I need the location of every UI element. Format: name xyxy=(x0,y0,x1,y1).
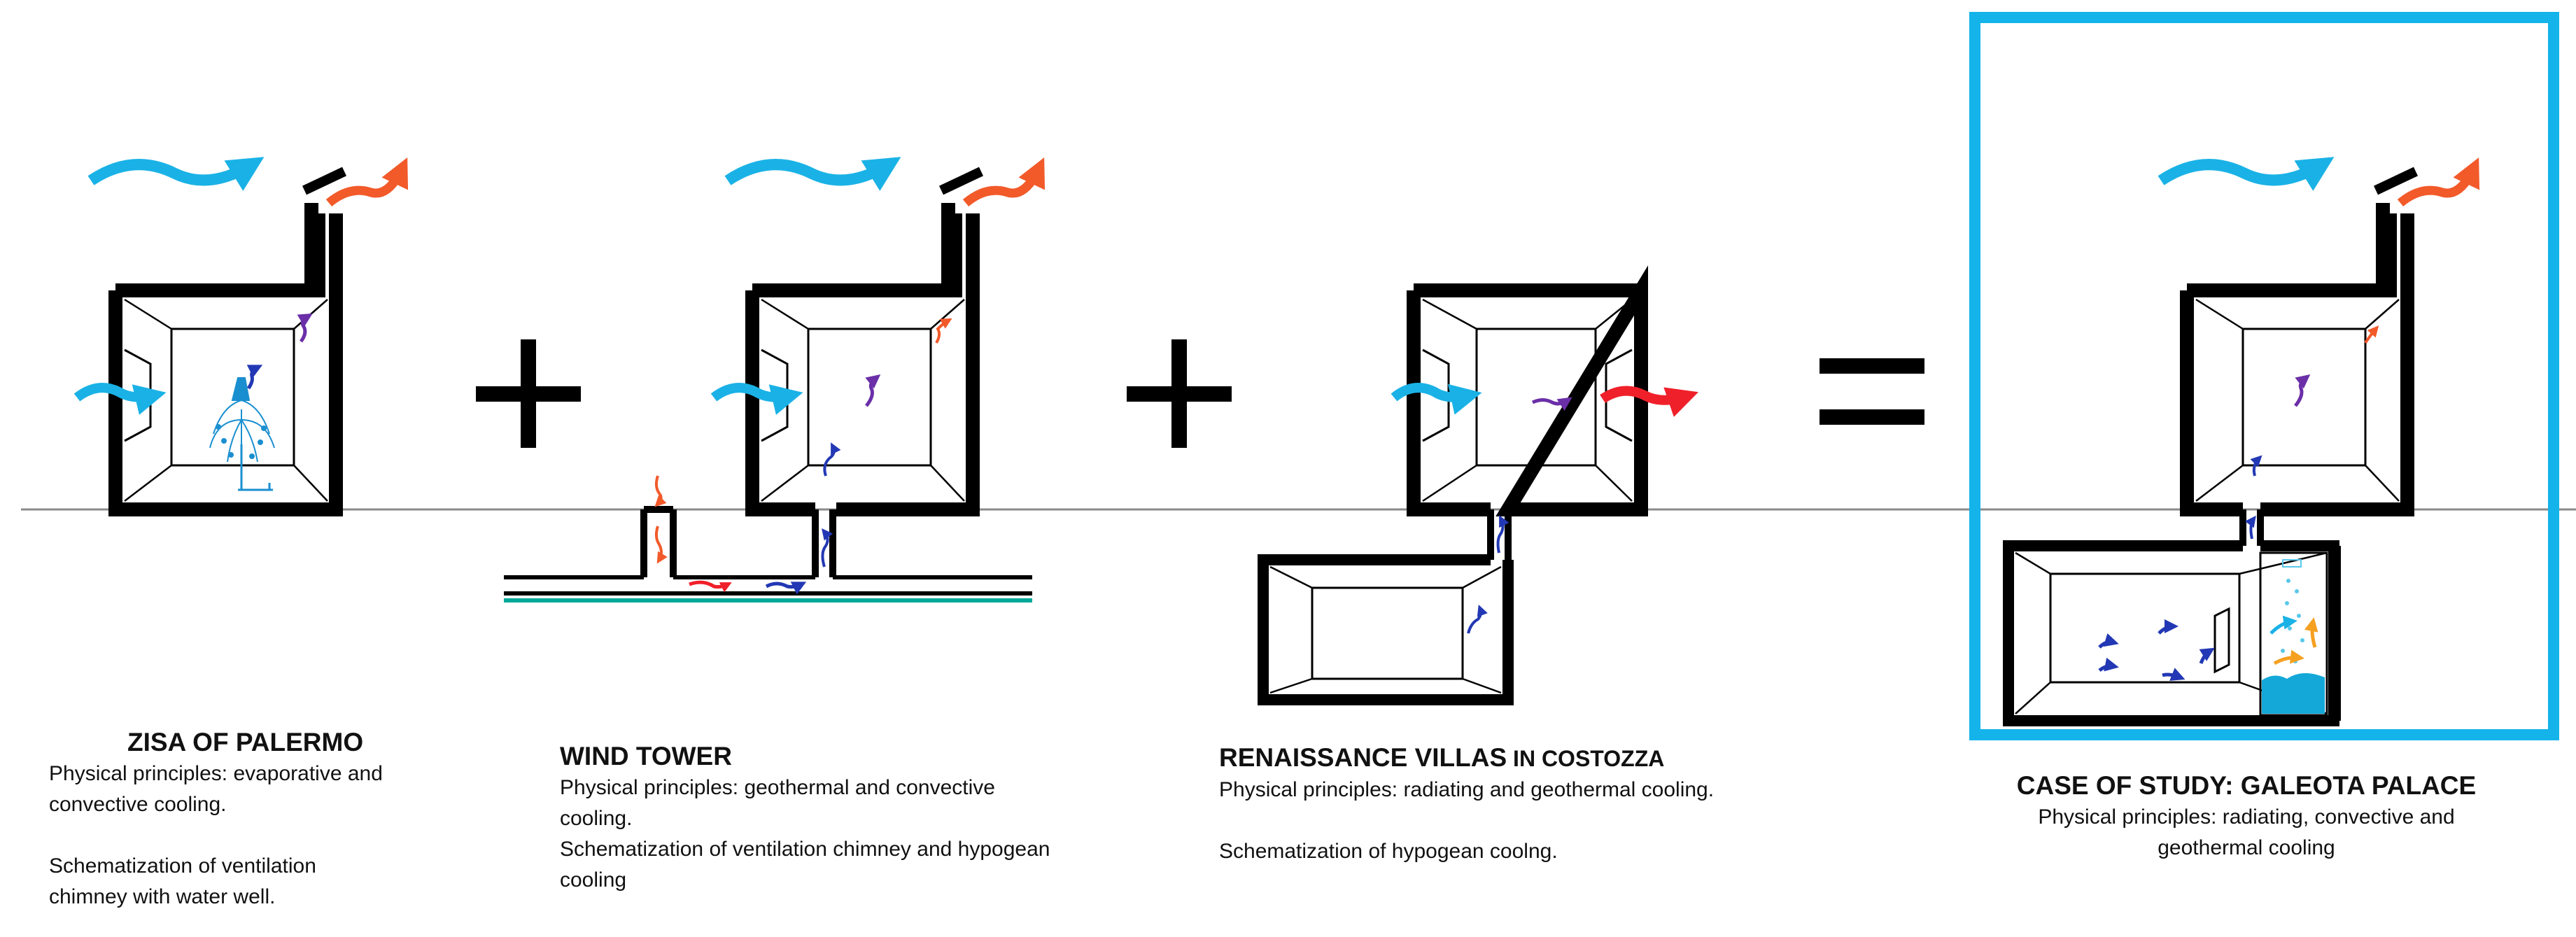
zisa-top-wind-arrow xyxy=(87,157,265,191)
caption-villas-title: RENAISSANCE VILLAS IN COSTOZZA xyxy=(1219,742,1849,775)
caption-wind-tower: WIND TOWER Physical principles: geotherm… xyxy=(560,740,1162,896)
caption-zisa-line: convective cooling. xyxy=(49,793,227,816)
villa-hypogean-room xyxy=(1258,554,1514,705)
galeota-hypogean-room xyxy=(2003,540,2339,726)
caption-wind-tower-title: WIND TOWER xyxy=(560,742,732,770)
caption-wind-tower-line: cooling. xyxy=(560,807,633,830)
caption-villas-line: Physical principles: radiating and geoth… xyxy=(1219,778,1715,801)
caption-villas: RENAISSANCE VILLAS IN COSTOZZA Physical … xyxy=(1219,742,1849,867)
galeota-water-well xyxy=(2259,551,2328,717)
panel-wind-tower-drawing xyxy=(504,157,1046,603)
caption-zisa-line: chimney with water well. xyxy=(49,885,276,908)
panel-villas-drawing xyxy=(1258,265,1698,705)
caption-galeota-title: CASE OF STUDY: GALEOTA PALACE xyxy=(2016,771,2477,800)
zisa-chimney-cap xyxy=(302,167,346,195)
caption-villas-title-tail: IN COSTOZZA xyxy=(1507,746,1665,771)
caption-villas-line: Schematization of hypogean coolng. xyxy=(1219,840,1558,863)
zisa-cool-air-arrow xyxy=(246,365,263,390)
case-study-highlight-frame xyxy=(1969,12,2559,740)
caption-villas-title-main: RENAISSANCE VILLAS xyxy=(1219,743,1507,772)
water-drops xyxy=(2281,559,2304,663)
fountain-icon xyxy=(209,377,275,491)
zisa-hot-outlet-arrow xyxy=(325,157,409,207)
panel-zisa-drawing xyxy=(73,157,409,516)
villa-building-outline xyxy=(1407,265,1648,516)
plus-operator-1 xyxy=(476,339,581,448)
caption-wind-tower-line: Schematization of ventilation chimney an… xyxy=(560,838,1050,861)
caption-zisa-line: Physical principles: evaporative and xyxy=(49,762,383,785)
caption-wind-tower-line: cooling xyxy=(560,868,627,892)
caption-galeota-line: geothermal cooling xyxy=(2158,836,2335,859)
water-surface xyxy=(2262,672,2325,714)
panel-galeota-drawing xyxy=(2003,157,2480,726)
zisa-inner-room xyxy=(170,327,295,467)
caption-zisa-title: ZISA OF PALERMO xyxy=(127,728,364,756)
equals-operator xyxy=(1820,358,1924,425)
caption-zisa-line: Schematization of ventilation xyxy=(49,854,316,878)
caption-galeota: CASE OF STUDY: GALEOTA PALACE Physical p… xyxy=(1980,770,2512,864)
zisa-mixed-air-arrow xyxy=(297,313,313,343)
wind-tower-inner-room xyxy=(807,327,932,467)
caption-zisa: ZISA OF PALERMO Physical principles: eva… xyxy=(49,726,497,913)
zisa-cold-inlet-arrow xyxy=(73,383,167,415)
caption-wind-tower-line: Physical principles: geothermal and conv… xyxy=(560,776,995,799)
caption-galeota-line: Physical principles: radiating, convecti… xyxy=(2038,805,2455,829)
plus-operator-2 xyxy=(1127,339,1232,448)
